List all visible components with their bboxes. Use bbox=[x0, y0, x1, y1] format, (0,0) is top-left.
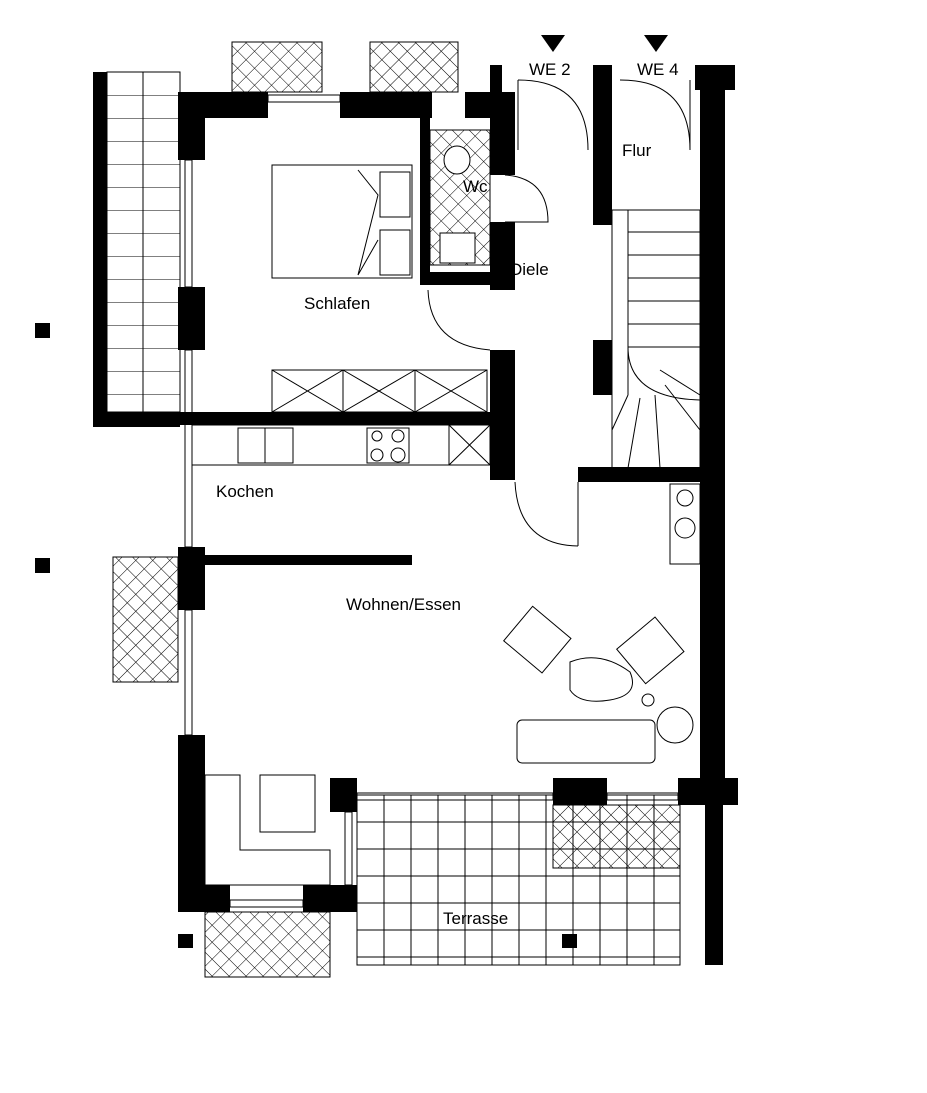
right-staircase bbox=[611, 209, 701, 469]
room-label-schlafen: Schlafen bbox=[304, 294, 370, 313]
windows bbox=[184, 94, 679, 908]
entrance-label-we2: WE 2 bbox=[529, 60, 571, 79]
entrance-label-we4: WE 4 bbox=[637, 60, 679, 79]
room-label-terrasse: Terrasse bbox=[443, 909, 508, 928]
room-label-wohnen-essen: Wohnen/Essen bbox=[346, 595, 461, 614]
room-label-kochen: Kochen bbox=[216, 482, 274, 501]
wardrobe bbox=[271, 369, 488, 413]
living-furniture bbox=[503, 605, 694, 764]
terrace-tiles bbox=[356, 794, 681, 966]
doors bbox=[427, 79, 691, 547]
left-staircase bbox=[106, 71, 181, 413]
entrance-arrow-we4 bbox=[644, 35, 668, 52]
room-label-flur: Flur bbox=[622, 141, 652, 160]
room-label-diele: Diele bbox=[510, 260, 549, 279]
kitchen-counter bbox=[191, 424, 701, 565]
wc-room bbox=[429, 129, 491, 266]
room-label-wc: Wc bbox=[463, 177, 488, 196]
walls bbox=[35, 65, 738, 965]
corner-bench bbox=[204, 774, 331, 886]
entrance-arrow-we2 bbox=[541, 35, 565, 52]
bed bbox=[271, 164, 413, 279]
